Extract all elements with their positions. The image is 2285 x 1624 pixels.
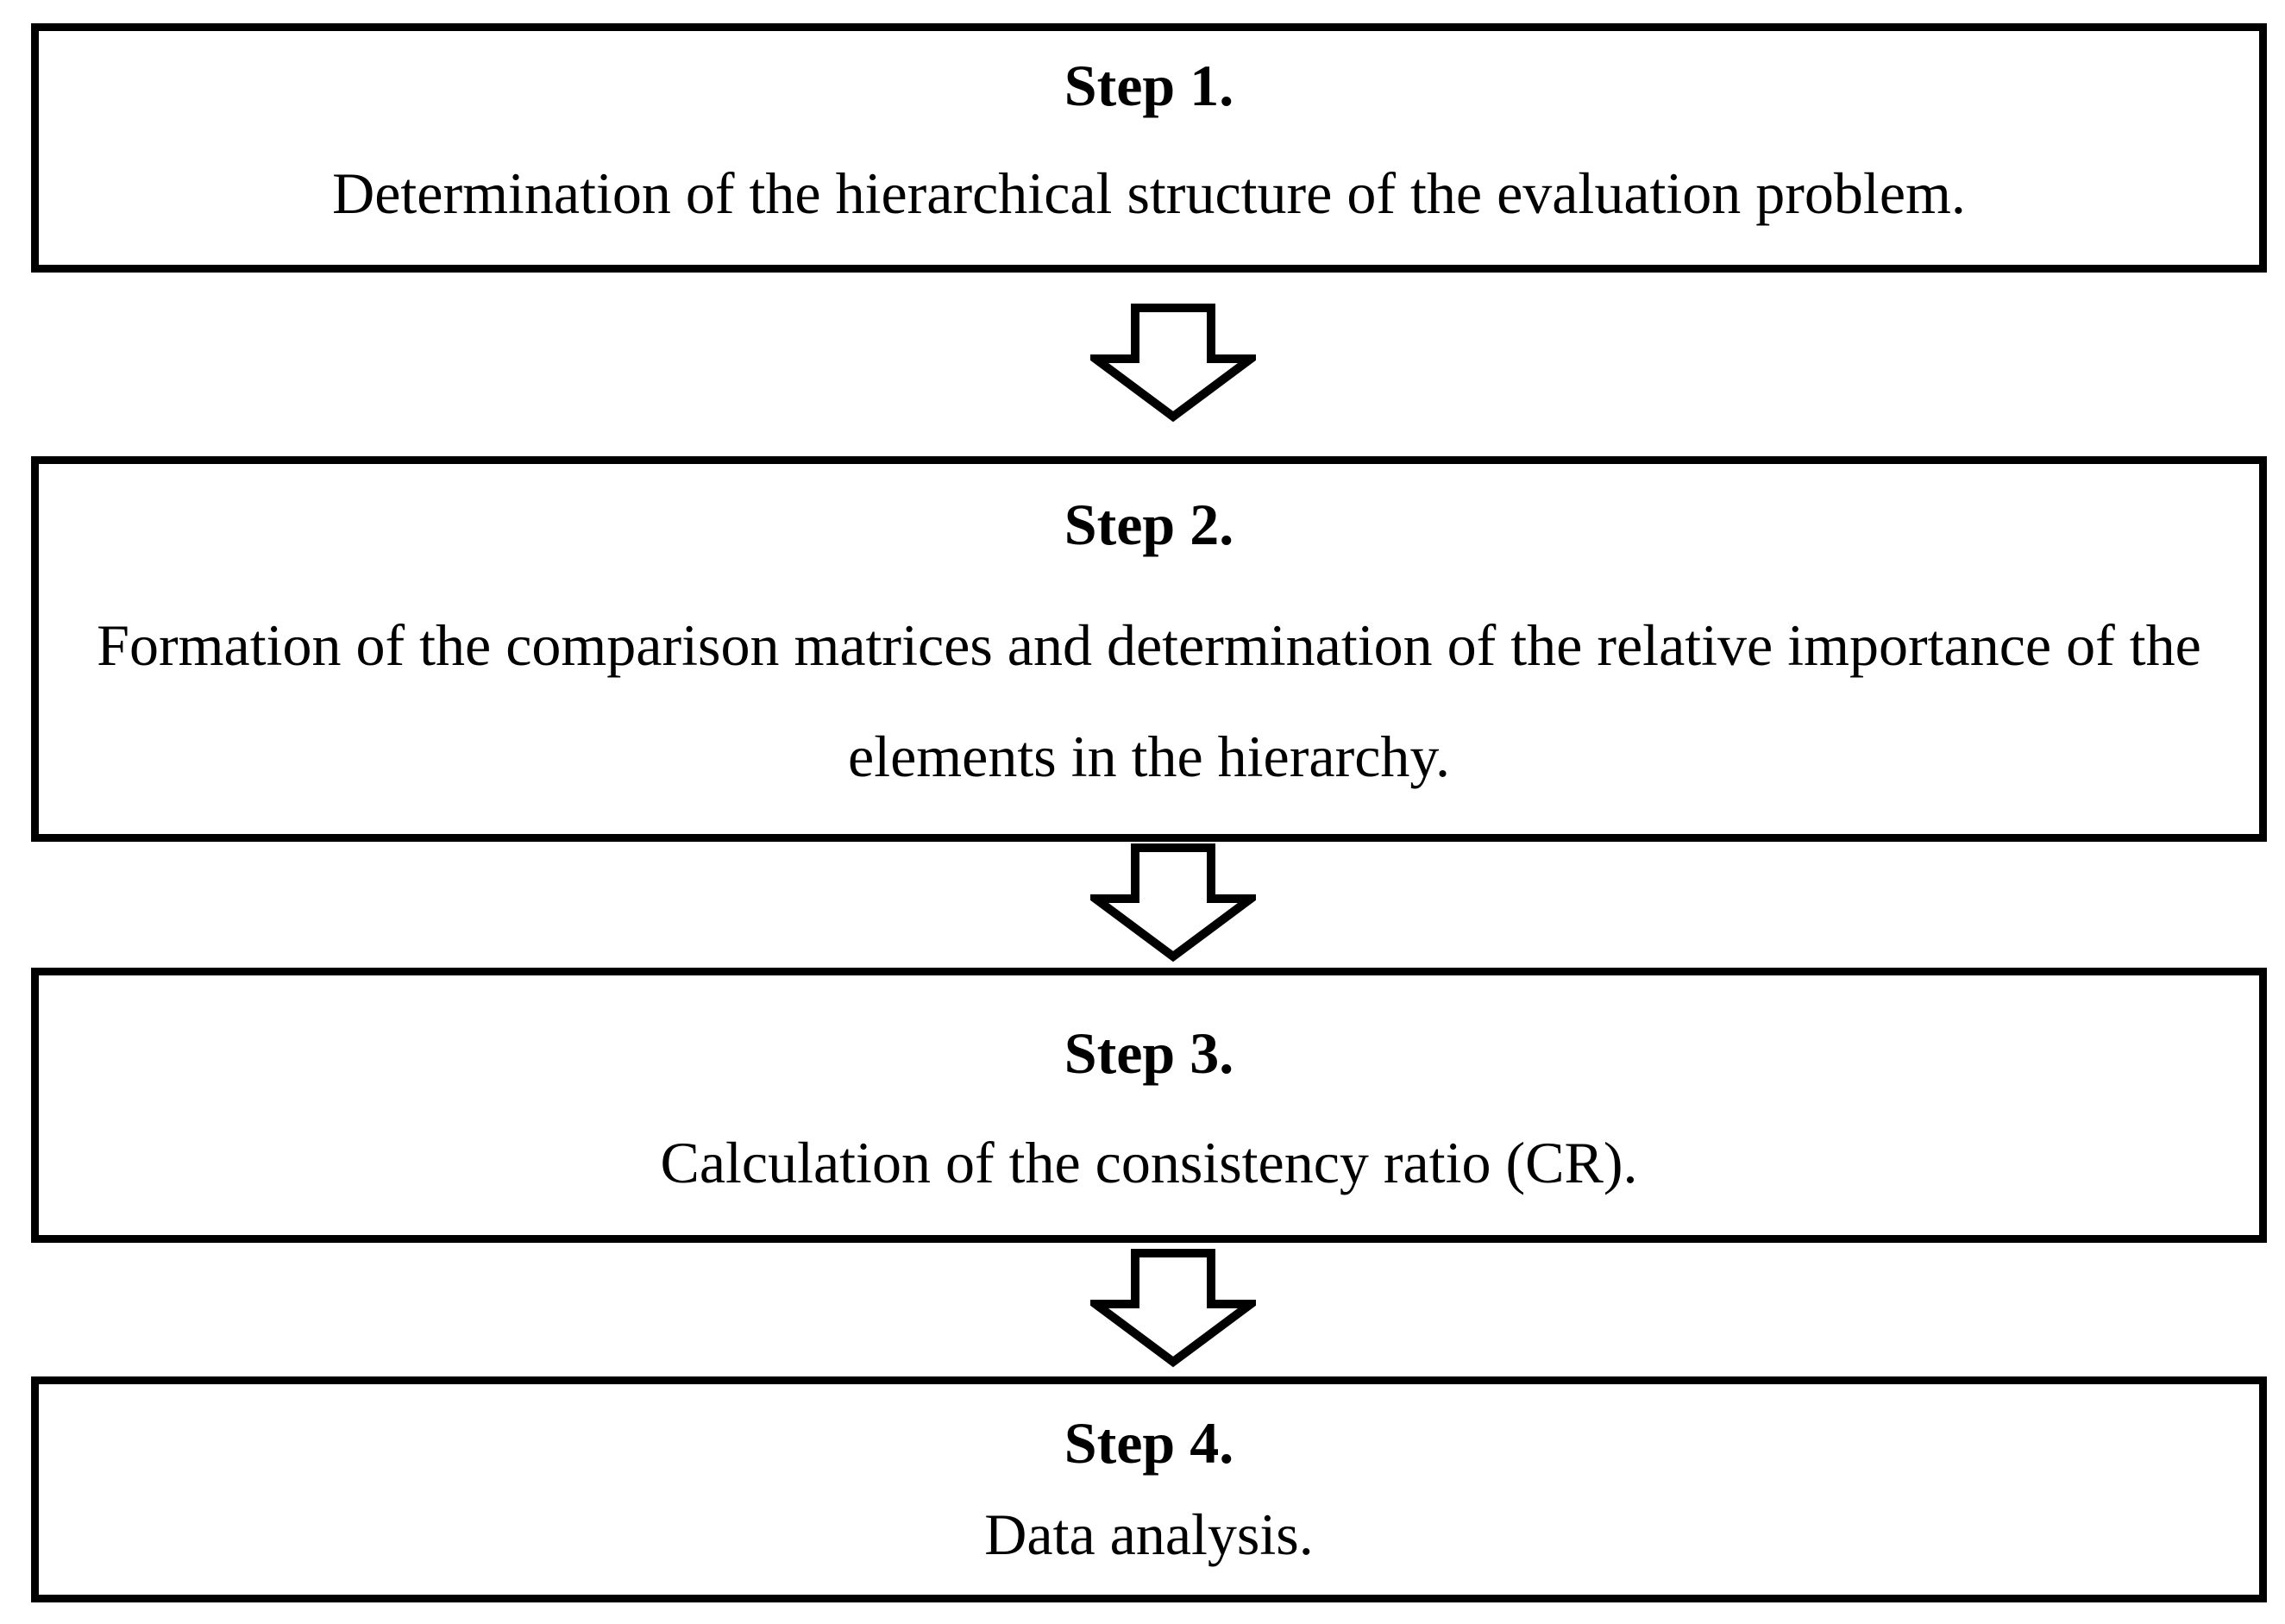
down-arrow-icon [1090, 1249, 1256, 1368]
step-3-box: Step 3. Calculation of the consistency r… [31, 968, 2267, 1243]
step-3-title: Step 3. [1064, 1019, 1234, 1086]
step-4-description: Data analysis. [984, 1502, 1314, 1568]
down-arrow-icon [1090, 843, 1256, 962]
step-3-description: Calculation of the consistency ratio (CR… [660, 1130, 1638, 1196]
step-1-box: Step 1. Determination of the hierarchica… [31, 23, 2267, 273]
step-1-description: Determination of the hierarchical struct… [332, 160, 1966, 227]
step-1-title: Step 1. [1064, 52, 1234, 118]
down-arrow-icon [1090, 304, 1256, 423]
step-2-box: Step 2. Formation of the comparison matr… [31, 456, 2267, 842]
step-2-description: Formation of the comparison matrices and… [97, 611, 2201, 789]
step-4-title: Step 4. [1064, 1409, 1234, 1476]
step-4-box: Step 4. Data analysis. [31, 1376, 2267, 1602]
step-2-title: Step 2. [1064, 491, 1234, 557]
